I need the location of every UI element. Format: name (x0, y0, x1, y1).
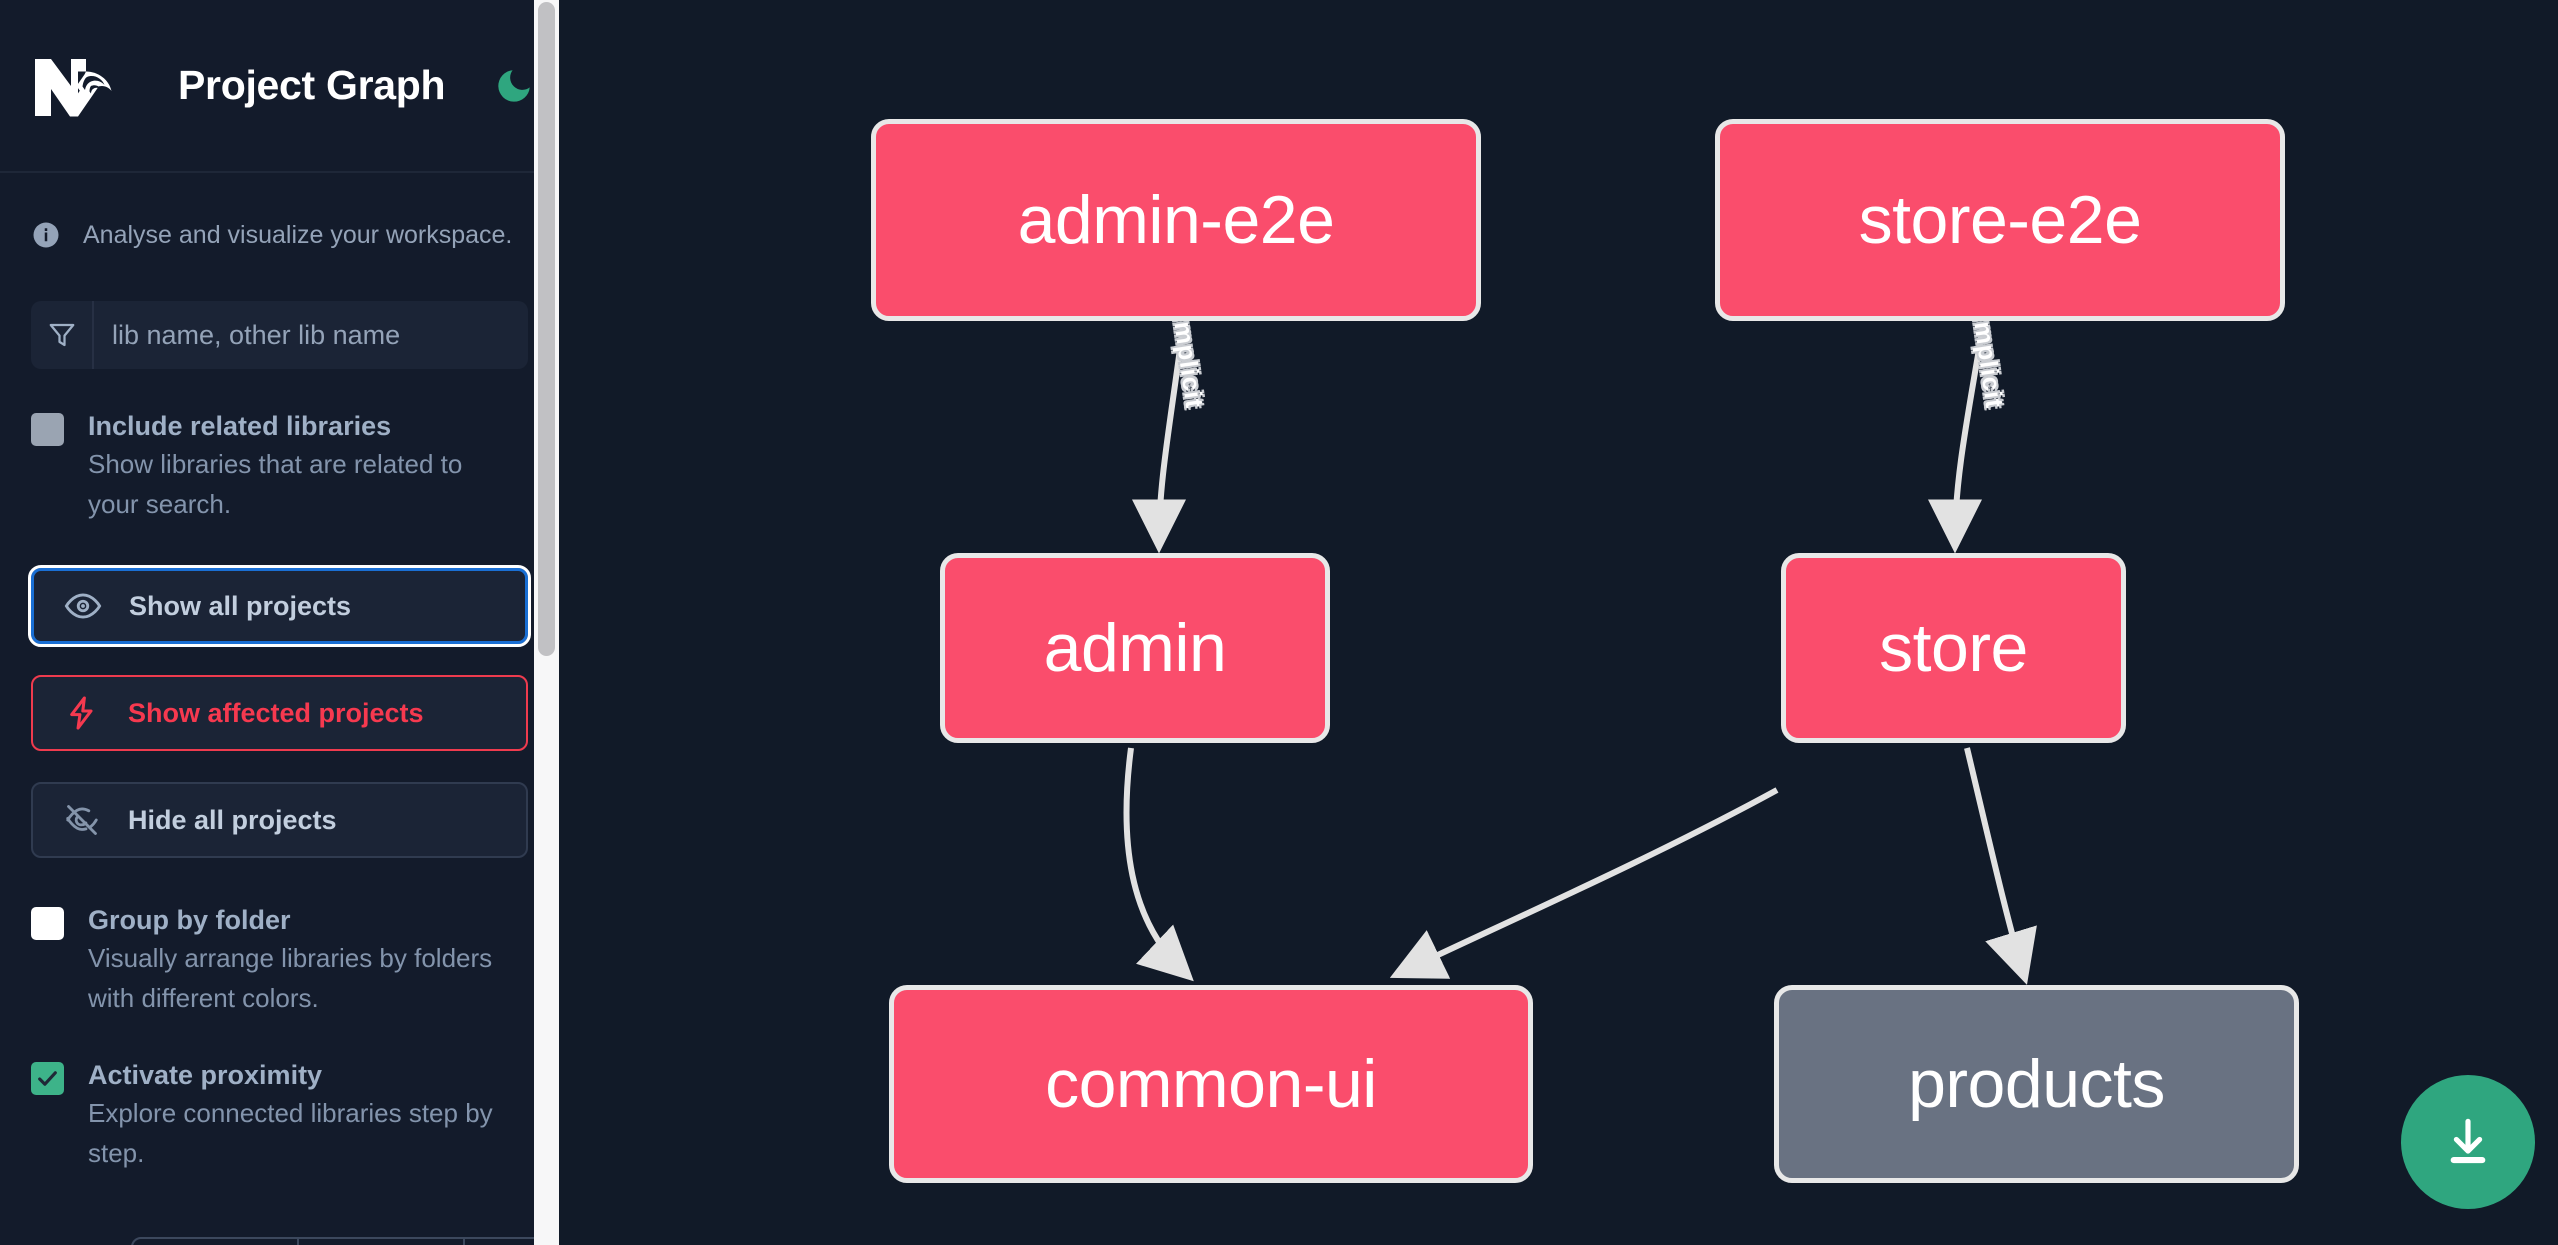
hide-all-projects-button[interactable]: Hide all projects (31, 782, 528, 858)
graph-node-label: admin-e2e (1017, 182, 1335, 258)
group-by-folder-label: Group by folder (88, 905, 291, 935)
graph-node-store-e2e[interactable]: store-e2e (1715, 119, 2285, 321)
graph-node-admin-e2e[interactable]: admin-e2e (871, 119, 1481, 321)
filter-box[interactable] (31, 301, 528, 369)
checkbox-row-activate-proximity[interactable]: Activate proximity Explore connected lib… (31, 1057, 528, 1173)
edge-store-products (1964, 747, 2037, 985)
eye-off-icon (63, 801, 101, 839)
checkbox-row-group-by-folder[interactable]: Group by folder Visually arrange librari… (31, 902, 528, 1018)
sidebar-tagline-text: Analyse and visualize your workspace. (83, 220, 513, 249)
info-icon (31, 220, 61, 250)
include-related-libraries-checkbox[interactable] (31, 413, 64, 446)
include-related-libraries-description: Show libraries that are related to your … (88, 449, 463, 519)
eye-icon (64, 587, 102, 625)
edge-admin-common-ui (1123, 747, 1194, 982)
graph-edges (1123, 325, 2037, 985)
activate-proximity-checkbox[interactable] (31, 1062, 64, 1095)
graph-canvas[interactable]: implicit implicit admin-e2e store-e2e ad… (559, 0, 2558, 1245)
sidebar-scrollbar-thumb[interactable] (538, 2, 555, 656)
segment-1[interactable] (133, 1239, 299, 1245)
edge-admin-e2e-admin (1132, 325, 1187, 554)
graph-node-label: common-ui (1045, 1046, 1377, 1122)
graph-node-label: store (1879, 610, 2028, 686)
edge-store-e2e-store (1928, 325, 1986, 554)
group-by-folder-checkbox[interactable] (31, 907, 64, 940)
graph-node-label: products (1908, 1046, 2165, 1122)
download-button[interactable] (2401, 1075, 2535, 1209)
sidebar-header: Project Graph (0, 0, 559, 173)
sidebar-tagline: Analyse and visualize your workspace. (0, 173, 559, 250)
nx-logo-icon (31, 55, 126, 117)
graph-node-products[interactable]: products (1774, 985, 2299, 1183)
graph-node-common-ui[interactable]: common-ui (889, 985, 1533, 1183)
show-all-projects-button[interactable]: Show all projects (28, 565, 531, 647)
sidebar-scrollbar[interactable] (534, 0, 559, 1245)
lightning-icon (63, 694, 101, 732)
checkbox-row-include-related-libraries[interactable]: Include related libraries Show libraries… (31, 408, 528, 524)
segment-2[interactable] (299, 1239, 465, 1245)
page-title: Project Graph (178, 62, 446, 108)
edge-store-common-ui (1389, 787, 1779, 979)
hide-all-projects-label: Hide all projects (128, 804, 337, 835)
graph-node-admin[interactable]: admin (940, 553, 1330, 743)
moon-icon[interactable] (491, 63, 537, 109)
group-by-folder-description: Visually arrange libraries by folders wi… (88, 943, 493, 1013)
graph-node-label: store-e2e (1858, 182, 2142, 258)
download-icon (2450, 1118, 2486, 1164)
show-affected-projects-button[interactable]: Show affected projects (31, 675, 528, 751)
search-input[interactable] (94, 301, 528, 369)
sidebar: Project Graph Analyse and visualize your… (0, 0, 559, 1245)
sidebar-body: Include related libraries Show libraries… (0, 301, 559, 1173)
activate-proximity-description: Explore connected libraries step by step… (88, 1098, 493, 1168)
graph-mode-segmented-control[interactable] (131, 1237, 559, 1245)
activate-proximity-label: Activate proximity (88, 1060, 323, 1090)
show-all-projects-label: Show all projects (129, 590, 352, 621)
funnel-icon (31, 301, 94, 369)
graph-node-label: admin (1043, 610, 1227, 686)
include-related-libraries-label: Include related libraries (88, 411, 392, 441)
show-affected-projects-label: Show affected projects (128, 697, 424, 728)
graph-node-store[interactable]: store (1781, 553, 2126, 743)
